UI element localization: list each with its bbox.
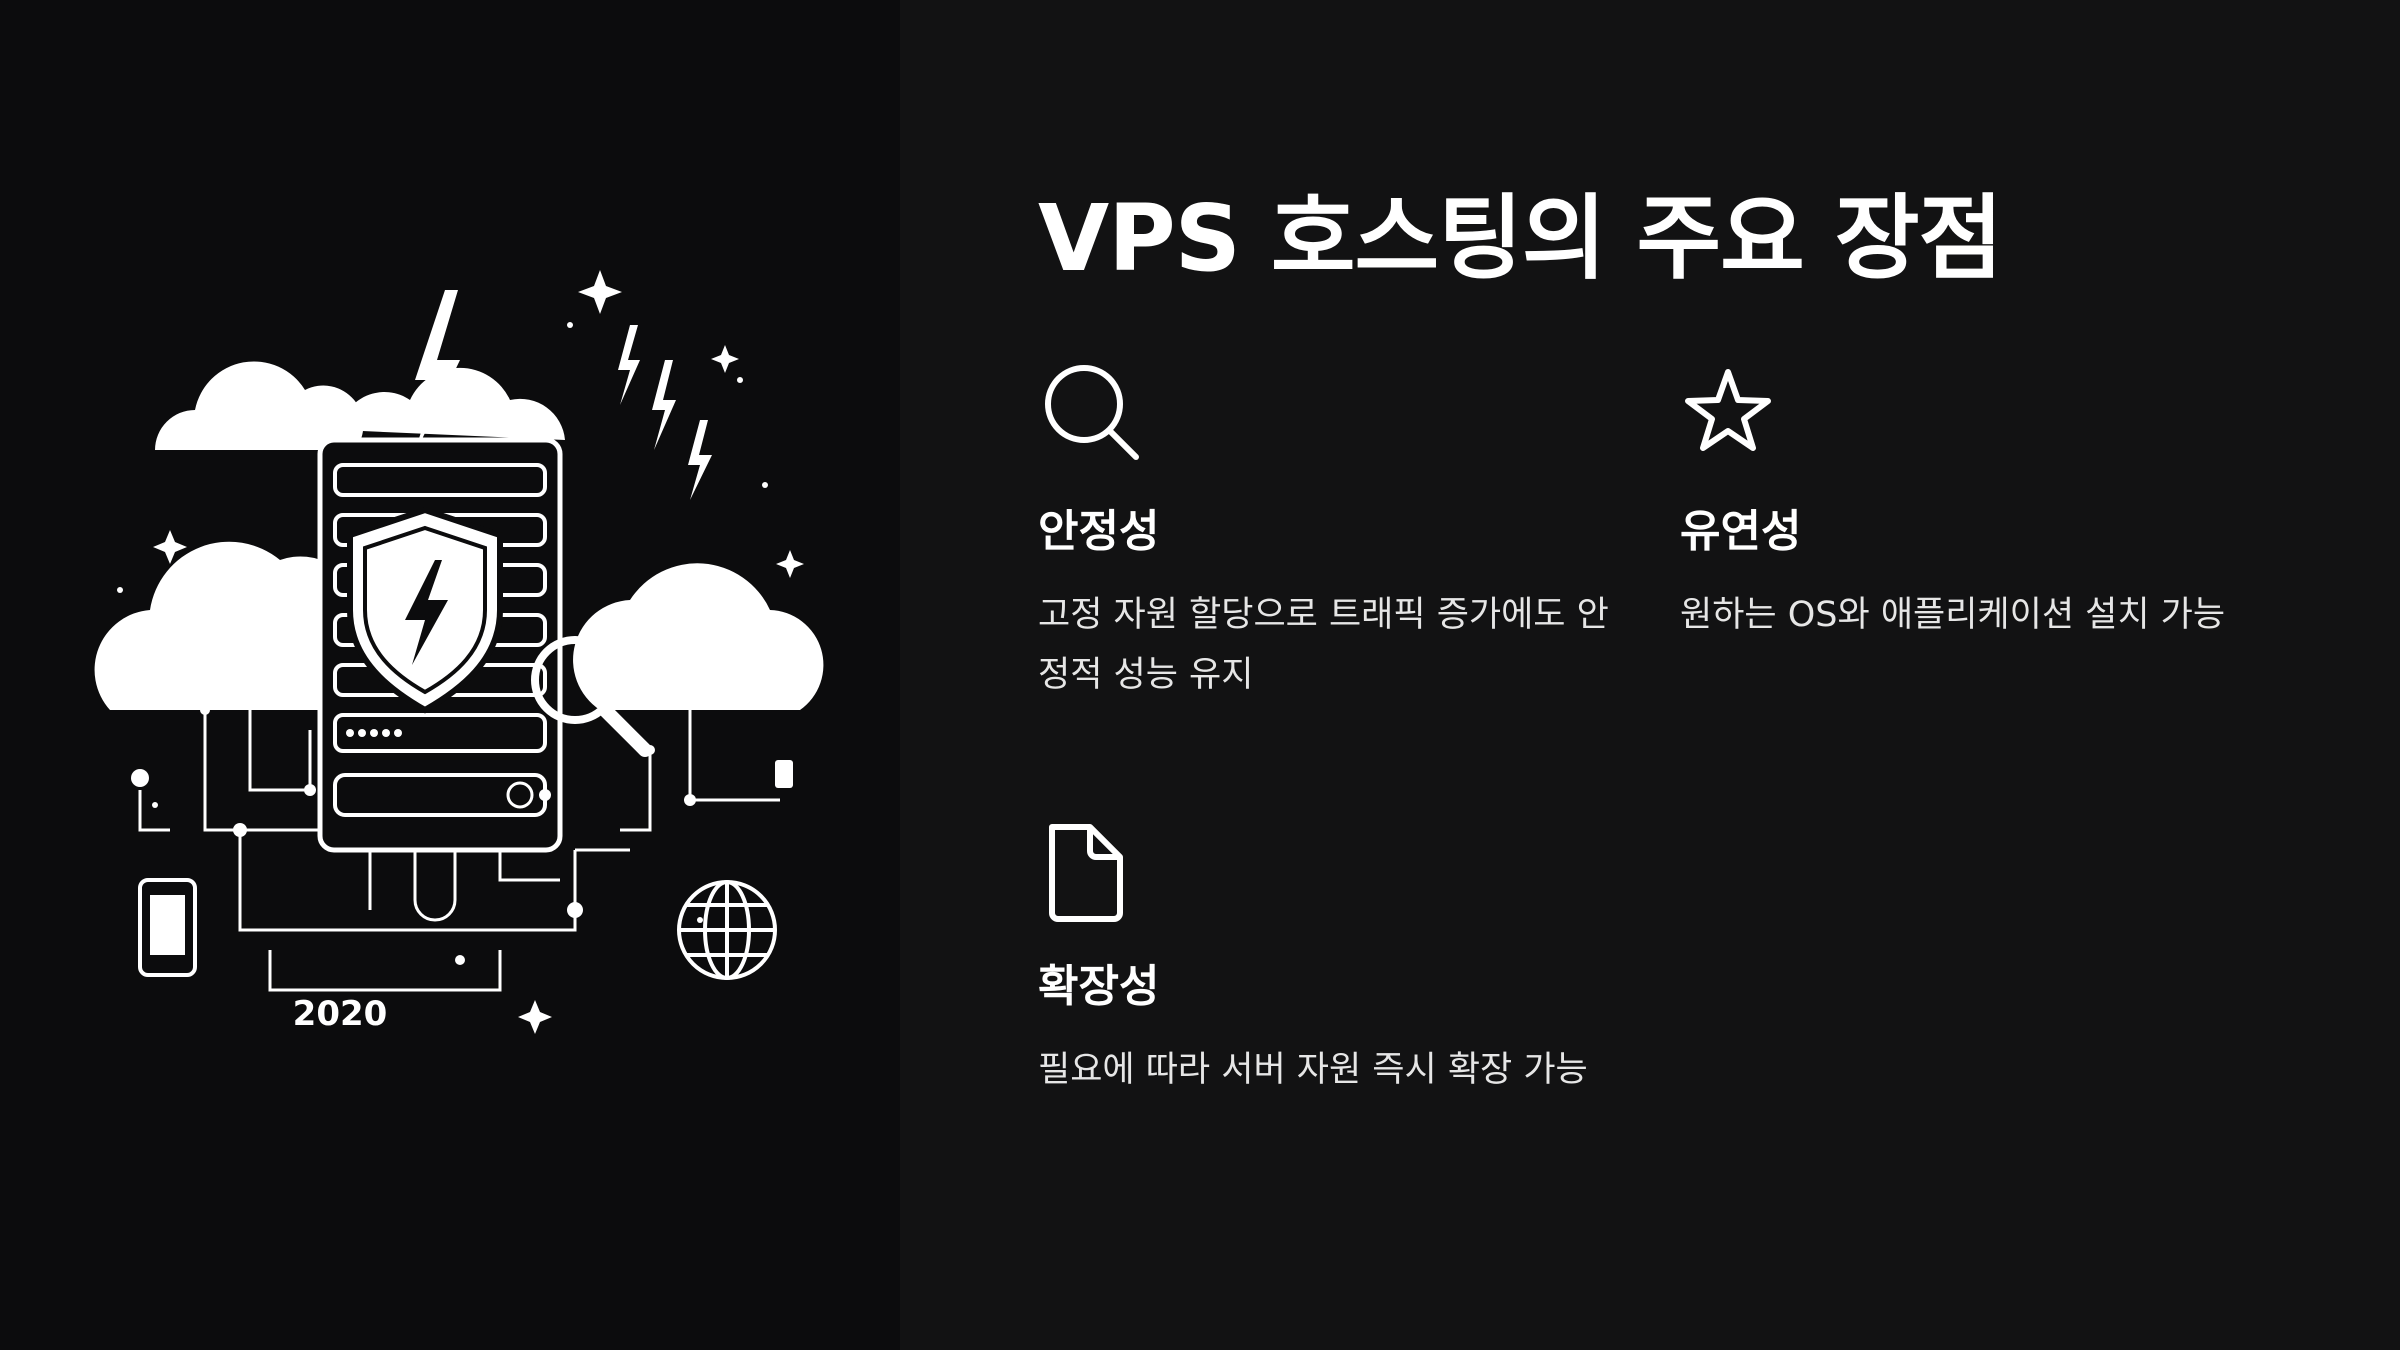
- sparkle-icons: [117, 270, 804, 1034]
- feature-description: 원하는 OS와 애플리케이션 설치 가능: [1680, 594, 2226, 635]
- feature-stability: 안정성 고정 자원 할당으로 트래픽 증가에도 안정적 성능 유지: [1038, 360, 1638, 705]
- feature-title: 확장성: [1038, 961, 1160, 1012]
- star-icon: [1685, 369, 1771, 451]
- globe-icon: [677, 880, 777, 980]
- feature-description: 고정 자원 할당으로 트래픽 증가에도 안정적 성능 유지: [1038, 594, 1609, 695]
- illustration-year-label: 2020: [293, 994, 388, 1034]
- magnifier-icon: [531, 636, 652, 757]
- device-icon: [775, 760, 793, 788]
- search-icon: [1045, 365, 1139, 460]
- feature-flexibility: 유연성 원하는 OS와 애플리케이션 설치 가능: [1680, 360, 2280, 645]
- illustration-panel: 2020: [0, 0, 900, 1350]
- feature-scalability: 확장성 필요에 따라 서버 자원 즉시 확장 가능: [1038, 815, 1638, 1100]
- location-pin-icon: [131, 769, 149, 787]
- document-icon: [1049, 824, 1123, 922]
- feature-title: 안정성: [1038, 506, 1160, 557]
- server-cloud-illustration: 2020: [94, 270, 824, 1034]
- feature-title: 유연성: [1680, 506, 1802, 557]
- shield-icon: [347, 506, 503, 714]
- cable-lines: [138, 660, 780, 992]
- phone-icon: [138, 878, 197, 977]
- slide-title: VPS 호스팅의 주요 장점: [1038, 185, 2003, 292]
- feature-description: 필요에 따라 서버 자원 즉시 확장 가능: [1038, 1049, 1588, 1090]
